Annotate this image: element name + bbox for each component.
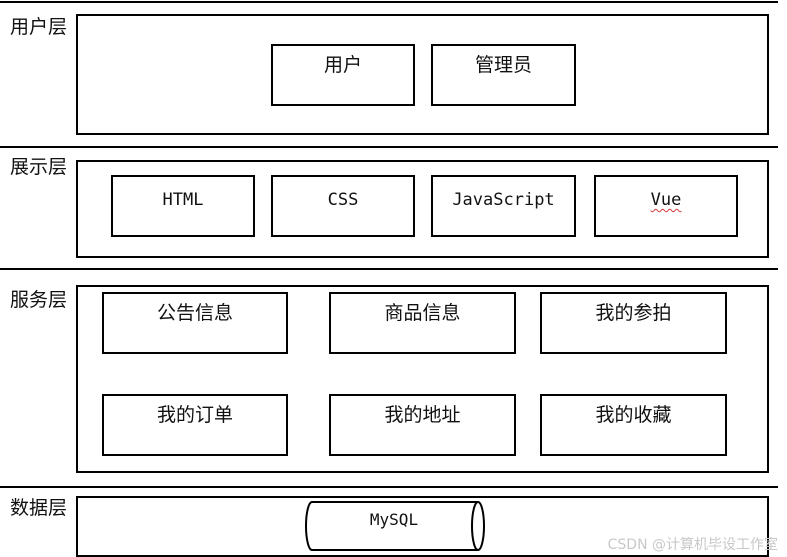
box-vue: Vue (594, 175, 738, 237)
separator-line-3 (0, 486, 778, 488)
watermark: CSDN @计算机毕设工作室 (607, 537, 778, 553)
box-my-bids: 我的参拍 (540, 292, 727, 354)
layer-label-display: 展示层 (10, 156, 68, 178)
box-mysql: MySQL (369, 510, 419, 529)
box-my-address: 我的地址 (329, 394, 516, 456)
box-announcement: 公告信息 (102, 292, 288, 354)
box-user: 用户 (271, 44, 415, 106)
box-my-orders: 我的订单 (102, 394, 288, 456)
user-layer-container (76, 14, 769, 135)
box-html: HTML (111, 175, 255, 237)
layer-label-user: 用户层 (10, 16, 68, 38)
separator-line-2 (0, 268, 778, 270)
box-my-favorites: 我的收藏 (540, 394, 727, 456)
separator-line-top (0, 1, 778, 3)
layer-label-data: 数据层 (10, 497, 68, 519)
box-product: 商品信息 (329, 292, 516, 354)
box-javascript: JavaScript (431, 175, 576, 237)
box-css: CSS (271, 175, 415, 237)
vue-label: Vue (650, 190, 682, 210)
separator-line-1 (0, 146, 778, 148)
layer-label-service: 服务层 (10, 289, 68, 311)
box-admin: 管理员 (431, 44, 576, 106)
